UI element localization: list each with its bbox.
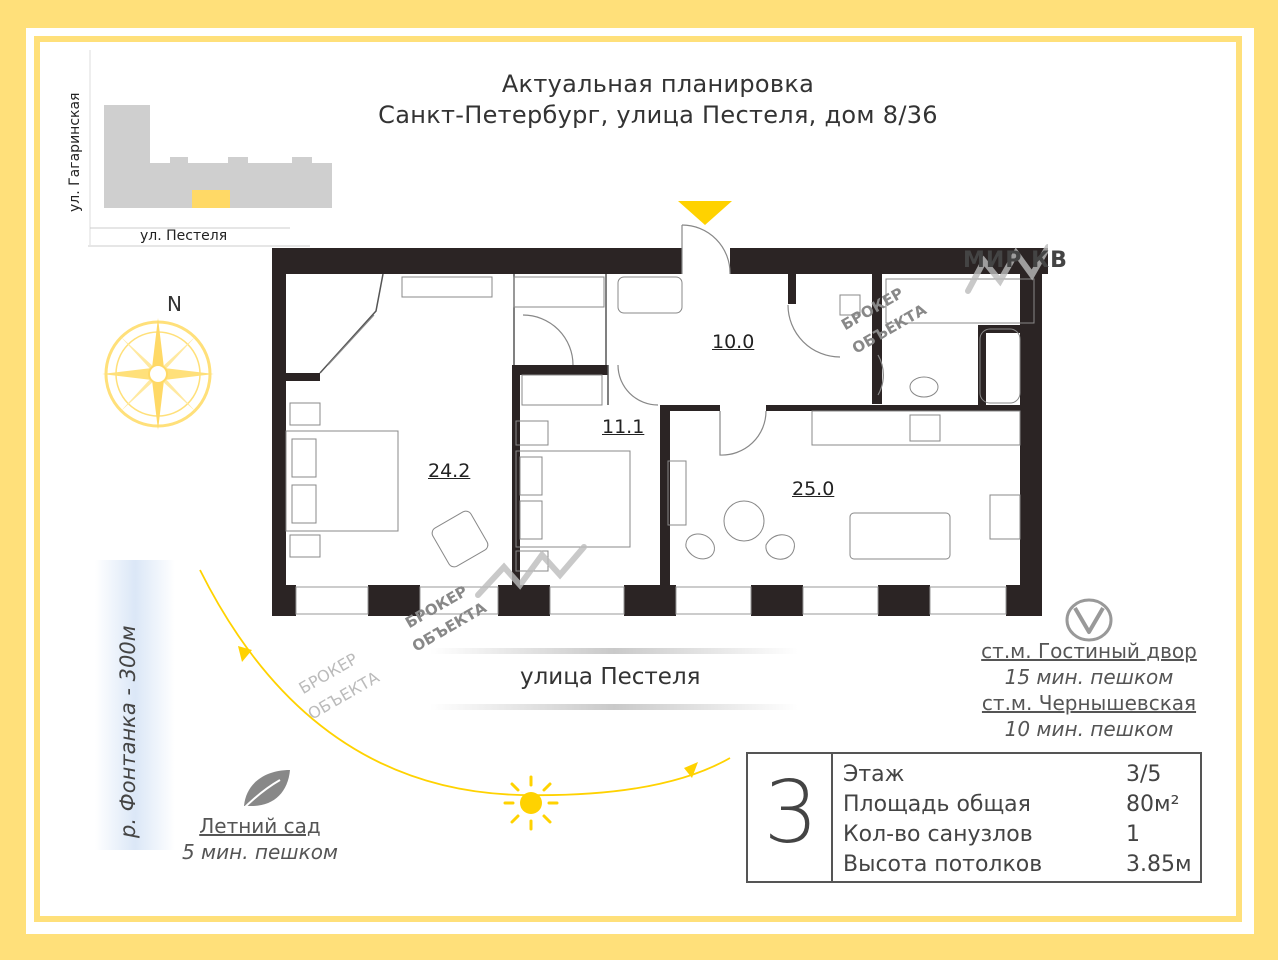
metro-station-2-text: ст.м. Чернышевская — [981, 691, 1197, 715]
room-area-living: 25.0 — [792, 478, 835, 500]
leaf-icon — [241, 770, 290, 811]
floor-plan — [272, 201, 1048, 616]
compass-north-label: N — [167, 292, 182, 316]
summary-label-ceiling: Высота потолков — [843, 852, 1043, 877]
apartment-highlight — [192, 190, 230, 208]
compass-rose-icon — [102, 318, 214, 430]
summary-value-area: 80м² — [1126, 792, 1180, 817]
site-street-bottom: ул. Пестеля — [140, 228, 228, 244]
summary-value-floor: 3/5 — [1126, 762, 1162, 787]
room-area-hall: 10.0 — [712, 331, 755, 353]
summary-label-bathrooms: Кол-во санузлов — [843, 822, 1033, 847]
outer-walls — [272, 248, 1048, 616]
metro-station-2: ст.м. Чернышевская — [960, 691, 1218, 715]
garden-walk-text: 5 мин. пешком — [181, 840, 339, 864]
street-band-top — [430, 648, 798, 654]
metro-walk-1-text: 15 мин. пешком — [1004, 665, 1174, 689]
brand-watermark: МИР КВ — [963, 248, 1068, 273]
summary-value-bathrooms: 1 — [1126, 822, 1140, 847]
metro-walk-1: 15 мин. пешком — [960, 665, 1218, 689]
metro-walk-2-text: 10 мин. пешком — [1004, 717, 1174, 741]
metro-station-1-text: ст.м. Гостиный двор — [981, 639, 1197, 663]
room-area-bedroom-1: 24.2 — [428, 460, 471, 482]
sun-path-arc — [199, 569, 731, 797]
summary-value-ceiling: 3.85м — [1126, 852, 1192, 877]
metro-walk-2: 10 мин. пешком — [960, 717, 1218, 741]
garden-name: Летний сад — [160, 814, 360, 838]
garden-walk: 5 мин. пешком — [160, 840, 360, 864]
garden-name-text: Летний сад — [199, 814, 321, 838]
title-line-1: Актуальная планировка — [501, 70, 815, 98]
metro-station-1: ст.м. Гостиный двор — [960, 639, 1218, 663]
river-label: р. Фонтанка - 300м — [116, 625, 140, 838]
summary-divider — [831, 754, 833, 881]
building-outline — [104, 105, 332, 208]
rooms-count: 3 — [763, 763, 819, 863]
apartment-summary-box: 3 Этаж 3/5 Площадь общая 80м² Кол-во сан… — [746, 752, 1202, 883]
sun-icon — [503, 775, 559, 831]
river-band — [95, 560, 175, 850]
metro-icon — [1065, 598, 1113, 642]
site-street-side: ул. Гагаринская — [67, 92, 83, 212]
inner-frame — [34, 36, 1242, 922]
summary-label-floor: Этаж — [843, 762, 905, 787]
title-line-2: Санкт-Петербург, улица Пестеля, дом 8/36 — [378, 101, 938, 129]
street-band-bottom — [430, 704, 798, 710]
site-plan-map — [88, 50, 332, 247]
room-area-bedroom-2: 11.1 — [602, 416, 645, 438]
entrance-marker-icon — [678, 201, 732, 225]
street-name-below-plan: улица Пестеля — [520, 664, 701, 690]
summary-label-area: Площадь общая — [843, 792, 1031, 817]
